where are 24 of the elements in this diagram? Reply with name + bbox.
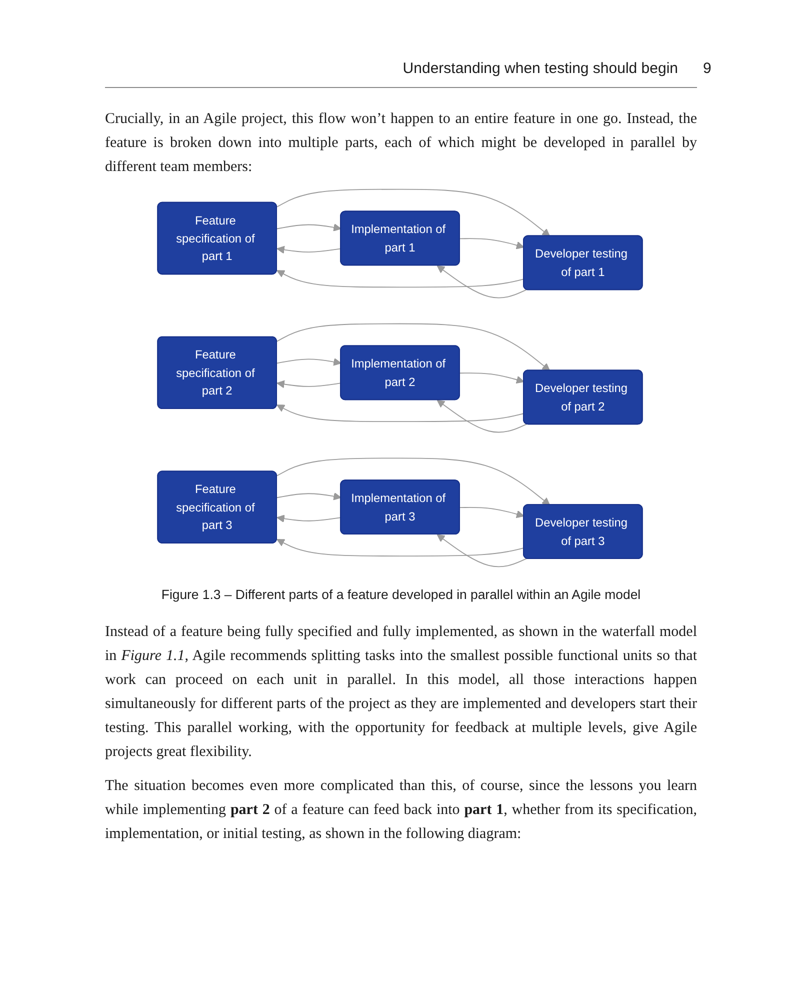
arrow [276, 223, 342, 232]
arrow [276, 404, 524, 422]
arrow [276, 358, 342, 366]
body-paragraph: The situation becomes even more complicated than this, of course, since the lessons you learn while implementing part 2 of a feature can feed back into part 1, whether from its specification, implementation, or initial testing, as shown in the following diagram: [105, 777, 697, 844]
arrow [459, 238, 524, 250]
arrow [276, 514, 342, 523]
arrow [276, 492, 342, 500]
page-number: 9 [703, 60, 712, 77]
figure-caption: Figure 1.3 – Different parts of a feature developed in parallel within an Agile model [160, 587, 642, 602]
arrow [459, 372, 524, 384]
body-paragraph: Crucially, in an Agile project, this flow won’t happen to an entire feature in one go. Instead, the feature is broken down into multiple parts, each of which might be developed in parallel by different team members: [105, 110, 697, 177]
running-head: Understanding when testing should begin [402, 60, 678, 77]
arrow [276, 246, 342, 254]
arrow [276, 458, 550, 506]
arrow [436, 400, 528, 433]
arrow [276, 188, 550, 237]
arrow [276, 539, 524, 556]
body-paragraph: Instead of a feature being fully specified and fully implemented, as shown in the waterfall model in Figure 1.1, Agile recommends splitting tasks into the smallest possible functional units so that work can proceed on each unit in parallel. In this model, all those interactions happen simultaneously for different parts of the project as they are implemented and developers start their testing. This parallel working, with the opportunity for feedback at multiple levels, give Agile projects great flexibility. [105, 623, 697, 762]
arrow [276, 323, 550, 371]
arrow [459, 506, 524, 518]
arrow [436, 265, 528, 298]
arrow [276, 270, 524, 288]
arrow [436, 534, 528, 568]
arrow [276, 380, 342, 388]
